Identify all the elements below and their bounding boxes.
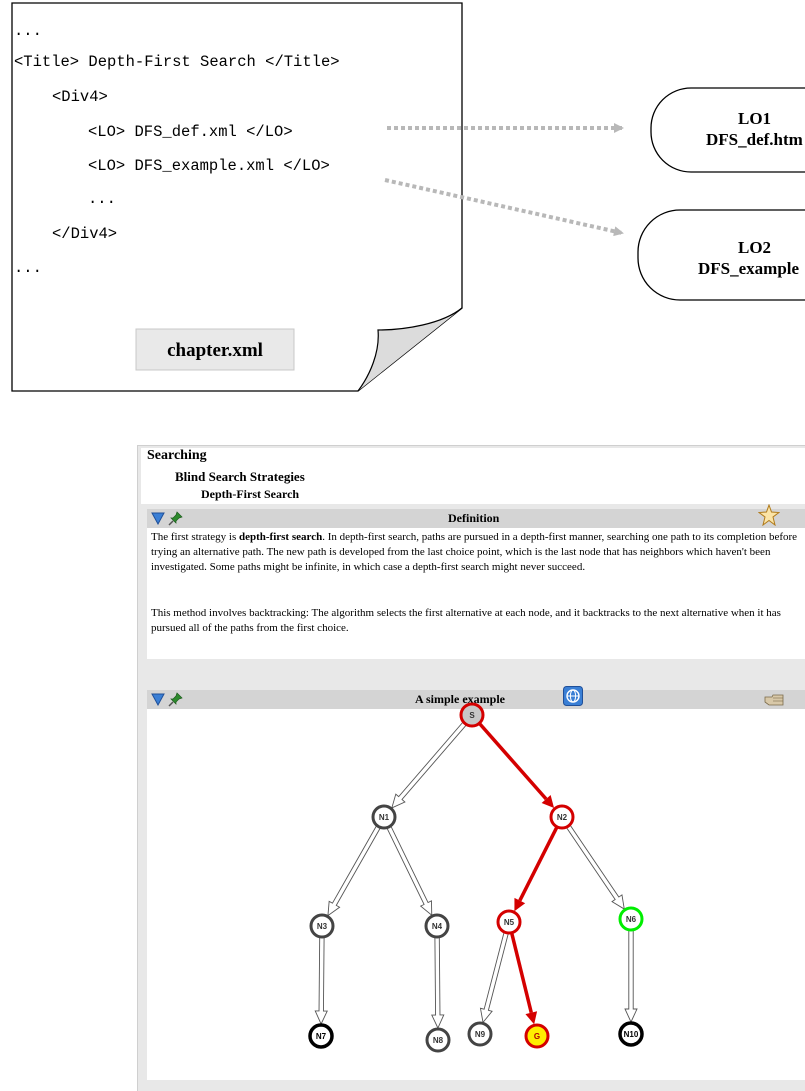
definition-title: Definition <box>448 511 500 525</box>
tree-node-s: S <box>459 702 485 728</box>
lo1-file: DFS_def.htm <box>706 130 803 149</box>
code-line-lo2: <LO> DFS_example.xml </LO> <box>88 157 330 175</box>
tree-node-g: G <box>524 1023 550 1049</box>
tree-edge-N3-N7 <box>314 936 328 1026</box>
tree-edge-S-N2 <box>477 722 555 809</box>
definition-header: Definition <box>147 504 805 528</box>
tree-node-n5: N5 <box>496 909 522 935</box>
tree-node-label: N2 <box>557 813 568 822</box>
tree-edge-N4-N8 <box>431 936 445 1030</box>
breadcrumb-level3: Depth-First Search <box>201 487 300 501</box>
definition-term: depth-first search <box>238 531 323 543</box>
lo-viewer-panel: Searching Blind Search Strategies Depth-… <box>137 445 805 1091</box>
document-to-lo-diagram: ... <Title> Depth-First Search </Title> … <box>11 2 805 392</box>
definition-section: Definition The first strategy is depth-f… <box>147 504 805 659</box>
tree-node-label: G <box>534 1032 540 1041</box>
example-header: A simple example <box>147 686 805 709</box>
tree-node-label: N9 <box>475 1030 486 1039</box>
tree-node-n7: N7 <box>308 1023 334 1049</box>
tree-node-n10: N10 <box>618 1021 644 1047</box>
tree-edge-N1-N3 <box>327 824 382 917</box>
tree-node-label: S <box>469 711 475 720</box>
lo2-file: DFS_example <box>698 259 800 278</box>
tree-node-label: N3 <box>317 922 328 931</box>
pin-icon[interactable] <box>168 692 183 707</box>
tree-node-n4: N4 <box>424 913 450 939</box>
lo2-box <box>637 209 805 301</box>
collapse-triangle-icon[interactable] <box>151 512 165 525</box>
tree-node-label: N5 <box>504 918 515 927</box>
tree-node-n6: N6 <box>618 906 644 932</box>
breadcrumb-level2[interactable]: Blind Search Strategies <box>175 469 305 484</box>
example-title: A simple example <box>415 692 505 706</box>
tree-edge-N2-N5 <box>514 826 559 912</box>
code-line-lo1: <LO> DFS_def.xml </LO> <box>88 123 293 141</box>
tree-edge-N5-G <box>509 932 538 1025</box>
tree-node-label: N10 <box>624 1030 639 1039</box>
code-line-end: ... <box>14 259 42 277</box>
pin-icon[interactable] <box>168 511 183 526</box>
tree-edge-N6-N10 <box>624 929 638 1024</box>
hand-pointer-icon[interactable] <box>764 694 784 706</box>
code-line-ellipsis: ... <box>88 190 116 208</box>
definition-paragraph-1: The first strategy is depth-first search… <box>151 530 805 575</box>
lo2-id: LO2 <box>738 238 771 257</box>
tree-node-label: N4 <box>432 922 443 931</box>
file-label: chapter.xml <box>167 340 263 361</box>
tree-node-label: N1 <box>379 813 390 822</box>
tree-node-label: N8 <box>433 1036 444 1045</box>
code-line-div4-close: </Div4> <box>52 225 117 243</box>
globe-icon[interactable] <box>563 686 583 706</box>
definition-intro: The first strategy is <box>151 531 239 543</box>
tree-node-n1: N1 <box>371 804 397 830</box>
definition-body: . In depth-first search, paths are pursu… <box>151 531 798 573</box>
code-line-title: <Title> Depth-First Search </Title> <box>14 53 340 71</box>
code-line: ... <box>14 22 42 40</box>
lo1-id: LO1 <box>738 109 771 128</box>
lo1-box <box>650 87 805 173</box>
tree-node-label: N6 <box>626 915 637 924</box>
tree-edge-N1-N4 <box>386 825 433 917</box>
tree-node-n9: N9 <box>467 1021 493 1047</box>
collapse-triangle-icon[interactable] <box>151 693 165 706</box>
file-label-box <box>135 328 295 371</box>
breadcrumb-level1[interactable]: Searching <box>147 448 207 463</box>
tree-node-label: N7 <box>316 1032 327 1041</box>
arrow-to-lo2 <box>384 178 624 237</box>
document-fold <box>357 307 463 392</box>
tree-edge-N2-N6 <box>565 824 625 910</box>
tree-edge-N5-N9 <box>479 931 509 1024</box>
code-line-div4-open: <Div4> <box>52 88 108 106</box>
tree-edge-S-N1 <box>391 721 468 809</box>
tree-node-n3: N3 <box>309 913 335 939</box>
star-icon[interactable] <box>758 504 780 526</box>
breadcrumb: Searching Blind Search Strategies Depth-… <box>141 448 805 504</box>
tree-node-n2: N2 <box>549 804 575 830</box>
definition-paragraph-2: This method involves backtracking: The a… <box>151 607 781 634</box>
tree-node-n8: N8 <box>425 1027 451 1053</box>
